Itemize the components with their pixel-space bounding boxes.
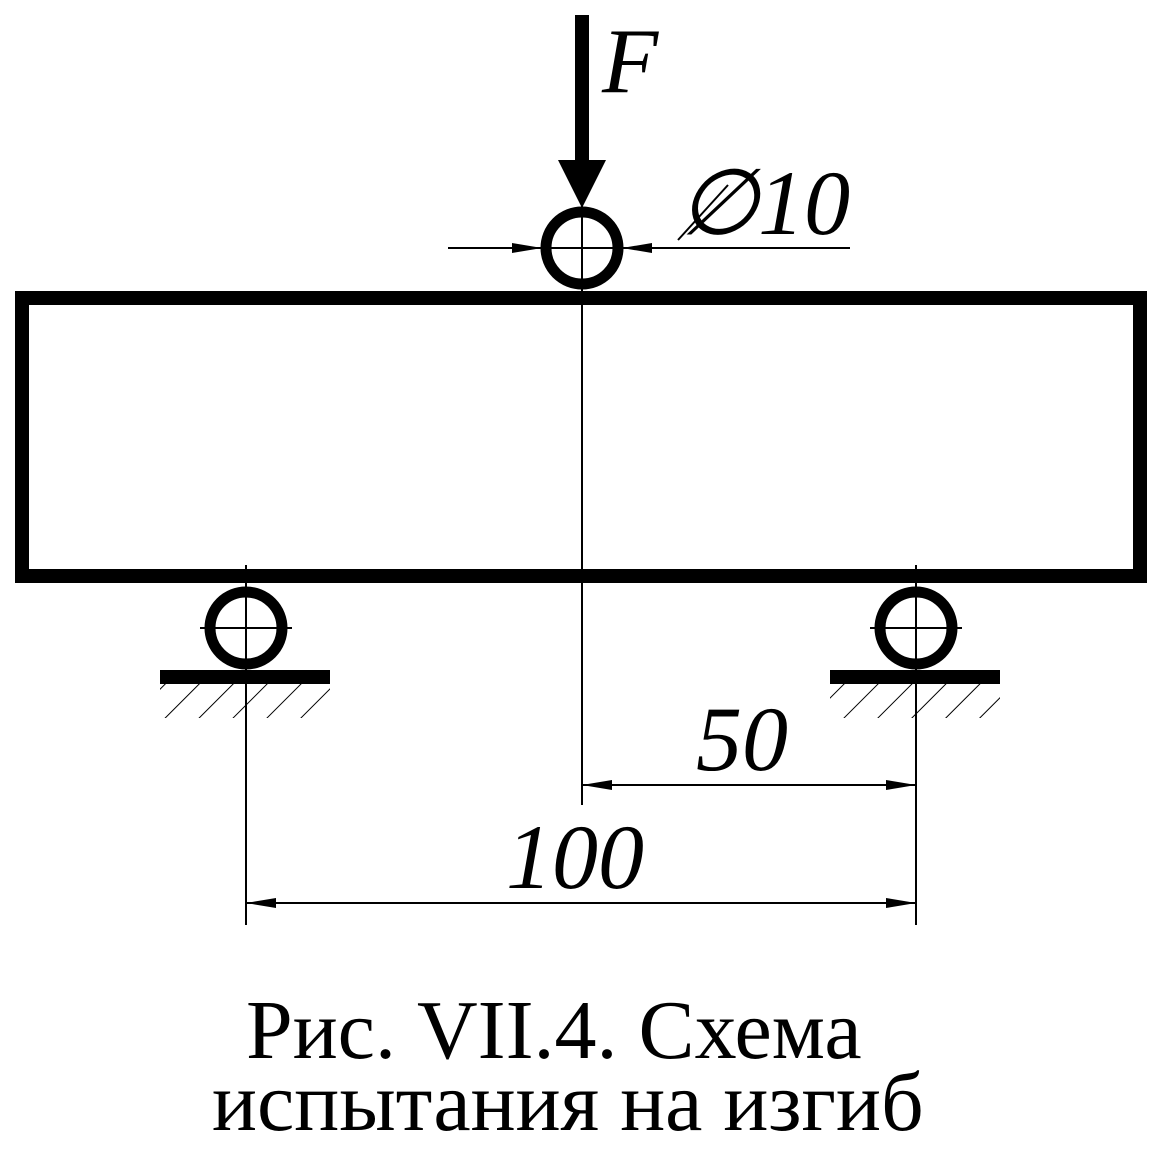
caption-line-1: Рис. VII.4. Схема [246, 984, 862, 1077]
loading-roller [536, 202, 628, 294]
span-label: 100 [506, 806, 644, 908]
force-label: F [601, 10, 659, 112]
force-arrow [558, 15, 606, 208]
caption-line-2: испытания на изгиб [212, 1056, 924, 1149]
roller-diameter-dimension [448, 184, 850, 253]
half-span-label: 50 [696, 688, 788, 790]
left-support [160, 565, 330, 925]
right-support [830, 565, 1000, 925]
roller-diameter-label: ∅10 [678, 152, 850, 254]
